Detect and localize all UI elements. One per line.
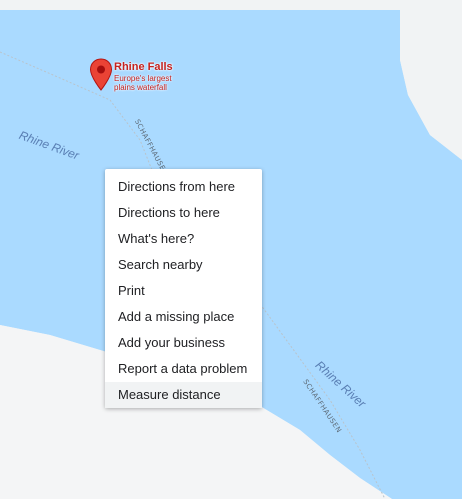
menu-item-print[interactable]: Print [118,283,145,298]
land-bottom-left [0,325,392,499]
menu-item-measure-distance[interactable]: Measure distance [105,382,262,408]
poi-name[interactable]: Rhine Falls [114,61,173,73]
menu-item-report-data-problem[interactable]: Report a data problem [118,361,248,376]
menu-item-search-nearby[interactable]: Search nearby [118,257,203,272]
poi-description: Europe's largest plains waterfall [114,74,172,92]
context-menu: Directions from here Directions to here … [105,169,262,408]
menu-item-directions-to-here[interactable]: Directions to here [118,205,220,220]
menu-item-add-missing-place[interactable]: Add a missing place [118,309,235,324]
menu-item-directions-from-here[interactable]: Directions from here [118,179,236,194]
land-upper-right [400,10,462,160]
railway-line [0,51,386,499]
map-pin-icon[interactable] [89,58,113,92]
poi-rhine-falls[interactable]: Rhine Falls Europe's largest plains wate… [89,58,209,98]
menu-item-whats-here[interactable]: What's here? [118,231,195,246]
menu-item-add-your-business[interactable]: Add your business [118,335,225,350]
